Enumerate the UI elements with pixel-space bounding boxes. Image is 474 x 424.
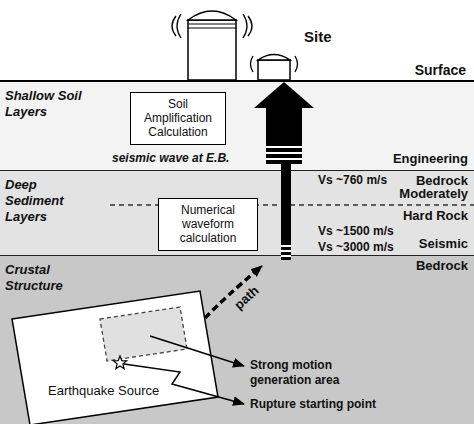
vibration-mark	[251, 56, 254, 72]
boundary-label: Engineering Bedrock	[386, 148, 468, 192]
box-text: Numerical waveform calculation	[162, 203, 254, 245]
layer-name: Deep Sediment Layers	[5, 177, 77, 225]
callout-label: Strong motion generation area	[250, 358, 365, 388]
crust-layer-band: Crustal StructureEarthquake Source	[0, 255, 474, 424]
surface-label: Surface	[415, 63, 466, 77]
boundary-label: Seismic Bedrock	[398, 233, 468, 277]
silo-band	[188, 24, 236, 28]
waveform-arrow	[281, 164, 291, 260]
velocity-label: Vs ~3000 m/s	[318, 240, 394, 254]
leader-line	[124, 364, 244, 404]
arrow-head	[254, 82, 314, 108]
source-name: Earthquake Source	[48, 383, 159, 398]
arrow-stripe	[266, 146, 302, 148]
arrow-stripe	[266, 152, 302, 154]
vibration-mark	[295, 56, 298, 72]
arrow-shaft	[281, 164, 291, 260]
strong-motion-area	[100, 307, 187, 361]
silo-roof	[188, 11, 236, 20]
earthquake-source: Earthquake Source	[10, 289, 220, 424]
fault-plane	[12, 291, 218, 424]
source-outline	[10, 289, 220, 424]
rupture-star	[113, 356, 126, 369]
leader-line	[150, 336, 244, 366]
site-label: Site	[304, 30, 332, 44]
arrow-stripe	[266, 158, 302, 160]
silo-body	[258, 60, 290, 80]
silo-roof	[258, 55, 290, 61]
path-arrow	[205, 266, 262, 318]
tall-silo	[188, 11, 236, 80]
boundary-label: Moderately Hard Rock	[386, 183, 468, 227]
arrow-stripe	[281, 245, 291, 247]
vibration-marks	[172, 14, 298, 72]
silo-body	[188, 20, 236, 80]
arrow-stripe	[281, 255, 291, 257]
callout-label: Rupture starting point	[250, 397, 376, 411]
wave-label: seismic wave at E.B.	[112, 151, 229, 165]
vibration-mark	[172, 16, 176, 36]
small-silo	[258, 55, 290, 81]
layer-name: Crustal Structure	[5, 262, 85, 294]
layer-name: Shallow Soil Layers	[5, 88, 85, 120]
vibration-mark	[177, 14, 181, 38]
amplification-arrow	[254, 82, 314, 164]
process-box: Numerical waveform calculation	[158, 198, 258, 251]
arrow-stripe	[281, 250, 291, 252]
process-box: Soil Amplification Calculation	[130, 92, 226, 145]
velocity-label: Vs ~760 m/s	[318, 173, 387, 187]
arrow-body	[266, 106, 302, 164]
sediment-layer-band: Deep Sediment LayersNumerical waveform c…	[0, 170, 474, 255]
layer-boundary-dashed	[110, 204, 474, 205]
box-text: Soil Amplification Calculation	[134, 97, 222, 139]
velocity-label: Vs ~1500 m/s	[318, 224, 394, 238]
vibration-mark	[248, 16, 252, 36]
vibration-mark	[243, 14, 247, 38]
